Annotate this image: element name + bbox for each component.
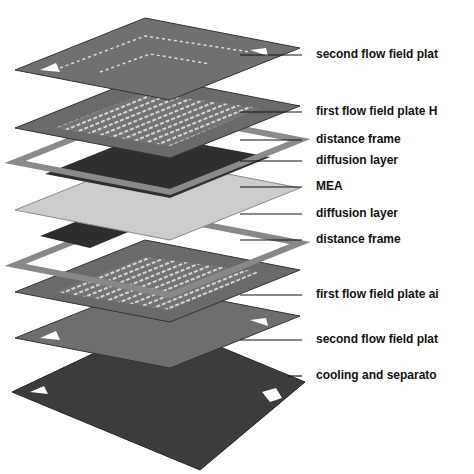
part-label: MEA: [316, 179, 343, 193]
leader-line: [240, 239, 302, 240]
leader-lines: [240, 55, 302, 376]
plate-port: [250, 318, 268, 326]
flow-field-grid: [55, 257, 260, 310]
leader-line: [240, 294, 302, 295]
plate-channel: [60, 36, 250, 68]
leader-line: [288, 375, 302, 376]
leader-line: [240, 213, 302, 214]
part-label: second flow field plat: [316, 332, 438, 346]
flow-field-plate: [15, 240, 300, 322]
leader-line: [240, 186, 302, 187]
flow-field-grid: [55, 93, 260, 146]
leader-line: [240, 139, 302, 140]
plate-channel: [100, 54, 210, 72]
leader-line: [240, 339, 302, 340]
plate-port: [40, 63, 60, 72]
leader-line: [240, 160, 302, 161]
part-label: second flow field plat: [316, 47, 438, 61]
plate-port: [262, 388, 282, 402]
leader-line: [240, 111, 302, 112]
part-label: first flow field plate H: [316, 104, 437, 118]
leader-line: [240, 54, 302, 55]
part-label: distance frame: [316, 232, 401, 246]
part-label: cooling and separato: [316, 368, 437, 382]
part-label: diffusion layer: [316, 206, 398, 220]
part-label: diffusion layer: [316, 153, 398, 167]
part-label: distance frame: [316, 132, 401, 146]
plate-port: [30, 386, 48, 394]
part-label: first flow field plate ai: [316, 287, 439, 301]
plate-port: [40, 331, 60, 340]
flow-field-plate: [15, 18, 300, 100]
